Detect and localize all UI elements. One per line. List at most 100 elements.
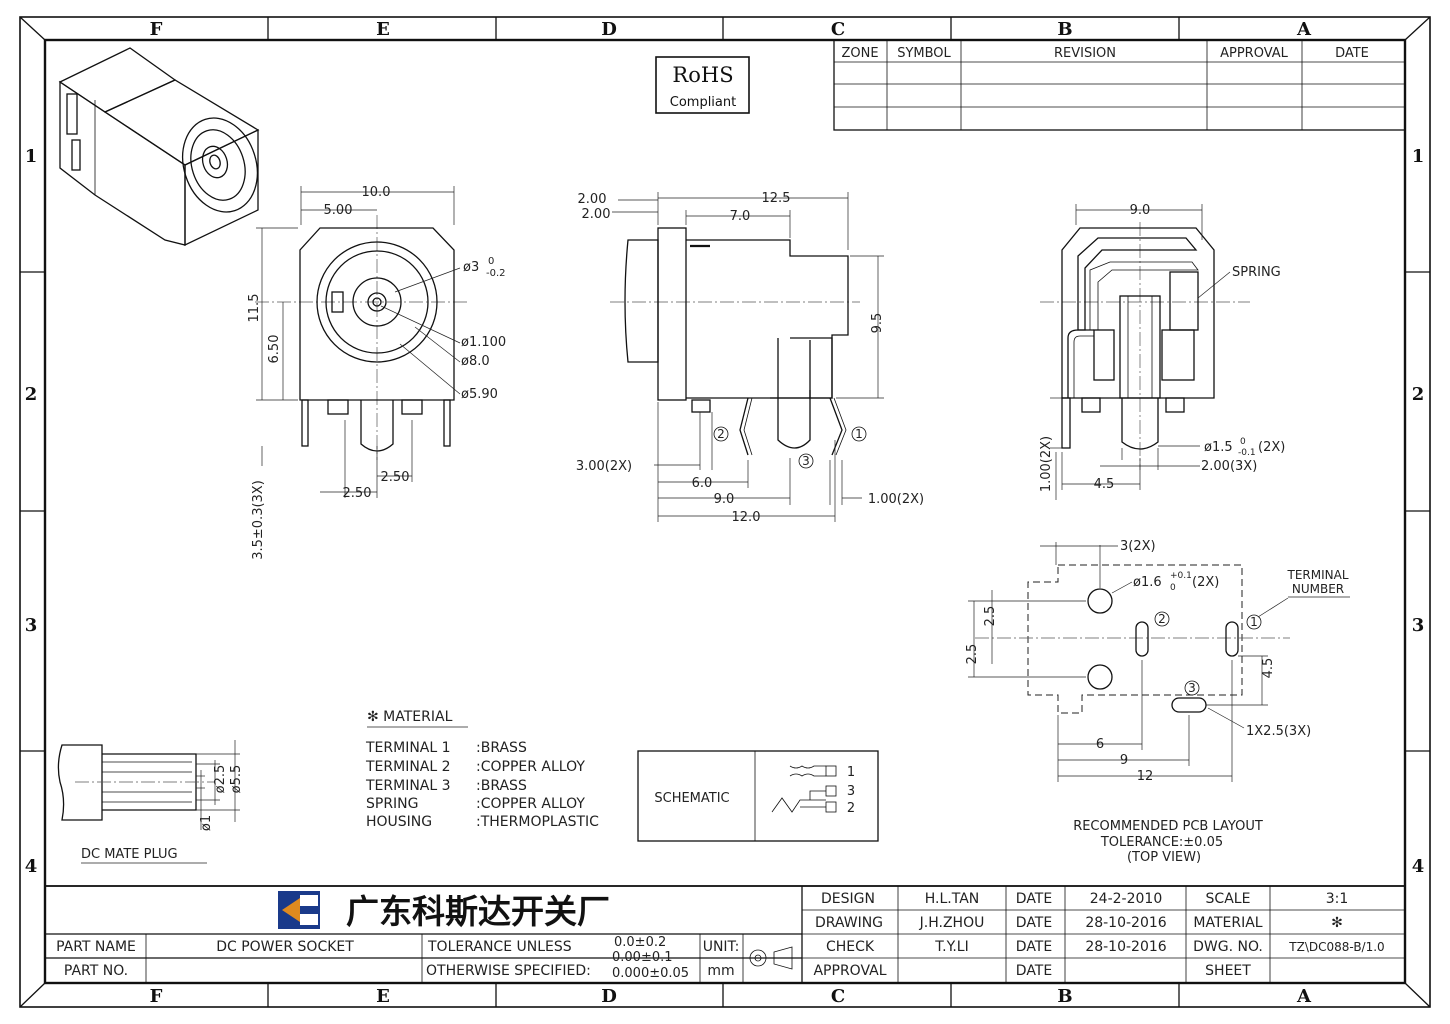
part-no-label: PART NO.	[64, 963, 128, 979]
part-name-label: PART NAME	[56, 939, 136, 955]
dim-pcb-d6: 6	[1096, 737, 1104, 752]
dim-side-pin-t: 1.00(2X)	[868, 492, 924, 507]
pcb-caption-2: TOLERANCE:±0.05	[1100, 835, 1223, 850]
zone-row-3-left: 3	[25, 615, 38, 636]
unit-label: UNIT:	[703, 939, 740, 955]
material-mat-1: :BRASS	[476, 740, 527, 756]
material-part-2: TERMINAL 2	[365, 759, 451, 775]
pcb-layout: 2 1 3 3(2X) ø1.6 +0.1 0 (2X) TERMINAL N	[965, 539, 1350, 865]
pcb-caption-3: (TOP VIEW)	[1127, 850, 1201, 865]
rev-header-zone: ZONE	[841, 46, 878, 61]
zone-row-2-left: 2	[25, 384, 38, 405]
dim-front-outer-dia: ø8.0	[461, 354, 490, 369]
tolerance-line-1: TOLERANCE UNLESS	[427, 939, 572, 955]
rear-spring-label: SPRING	[1232, 265, 1281, 280]
scale-label: SCALE	[1206, 891, 1251, 907]
dim-side-length: 12.5	[762, 191, 791, 206]
unit-value: mm	[707, 963, 734, 979]
company-name: 广东科斯达开关厂	[346, 892, 610, 931]
projection-symbol-icon	[745, 946, 793, 970]
tolerance-value-3: 0.000±0.05	[612, 966, 689, 981]
zone-col-c-top: C	[831, 19, 845, 40]
dim-pcb-d12: 12	[1137, 769, 1154, 784]
zone-row-4-right: 4	[1412, 856, 1425, 877]
zone-col-c-bottom: C	[831, 986, 845, 1007]
date-value-2: 28-10-2016	[1085, 915, 1166, 931]
pcb-caption-1: RECOMMENDED PCB LAYOUT	[1073, 819, 1263, 834]
schematic-box: SCHEMATIC 1 3 2	[637, 750, 879, 842]
title-block: 广东科斯达开关厂 PART NAME DC POWER SOCKET PART …	[44, 885, 1406, 984]
dim-rear-pin-len: 1.00(2X)	[1039, 436, 1054, 492]
dim-pcb-d9: 9	[1120, 753, 1128, 768]
material-part-3: TERMINAL 3	[365, 778, 451, 794]
dim-rear-pin-tol-top: 0	[1240, 437, 1246, 447]
side-terminal-1: 1	[855, 427, 863, 441]
material-mat-2: :COPPER ALLOY	[476, 759, 585, 775]
dim-pcb-hole-tol-bot: 0	[1170, 583, 1176, 593]
zone-row-2-right: 2	[1412, 384, 1425, 405]
material-title: ✻ MATERIAL	[367, 709, 453, 725]
rear-view: 9.0 SPRING 1.00(2X) 4.5 ø1.5 0 -0.1 (2X)…	[1039, 203, 1285, 500]
rohs-subtitle: Compliant	[670, 95, 736, 110]
dwg-no-label: DWG. NO.	[1193, 939, 1263, 955]
dim-rear-pin-dia: ø1.5	[1204, 440, 1233, 455]
dim-side-pin-w: 3.00(2X)	[576, 459, 632, 474]
dim-front-width: 10.0	[362, 185, 391, 200]
dim-plug-25: ø2.5	[213, 765, 228, 794]
part-name-value: DC POWER SOCKET	[216, 939, 354, 955]
pcb-terminal-3: 3	[1188, 681, 1196, 695]
sheet-label: SHEET	[1205, 963, 1251, 979]
tolerance-value-2: 0.00±0.1	[612, 950, 673, 965]
check-value: T.Y.LI	[934, 939, 968, 955]
zone-row-4-left: 4	[25, 856, 38, 877]
material-mat-4: :COPPER ALLOY	[476, 796, 585, 812]
dim-side-b: 2.00	[582, 207, 611, 222]
check-label: CHECK	[826, 939, 875, 955]
date-label-1: DATE	[1016, 891, 1052, 907]
zone-col-d-top: D	[601, 19, 617, 40]
material-label: MATERIAL	[1193, 915, 1262, 931]
material-part-4: SPRING	[366, 796, 419, 812]
approval-label: APPROVAL	[813, 963, 886, 979]
tolerance-line-2: OTHERWISE SPECIFIED:	[426, 963, 591, 979]
dim-pcb-slot: 1X2.5(3X)	[1246, 724, 1311, 739]
revision-table: ZONE SYMBOL REVISION APPROVAL DATE	[833, 39, 1406, 131]
dim-side-len-b: 7.0	[730, 209, 751, 224]
zone-row-1-left: 1	[25, 146, 38, 167]
date-label-3: DATE	[1016, 939, 1052, 955]
zone-col-b-bottom: B	[1057, 986, 1072, 1007]
dim-front-pitch-b: 2.50	[343, 486, 372, 501]
side-terminal-2: 2	[717, 427, 725, 441]
pcb-terminal-1: 1	[1250, 615, 1258, 629]
dim-front-pin-dia: ø1.100	[461, 335, 506, 350]
material-part-1: TERMINAL 1	[365, 740, 451, 756]
pcb-terminal-2: 2	[1158, 612, 1166, 626]
date-value-3: 28-10-2016	[1085, 939, 1166, 955]
dim-rear-width: 9.0	[1130, 203, 1151, 218]
pcb-terminal-label-2: NUMBER	[1292, 582, 1344, 596]
dim-pcb-25a: 2.5	[983, 606, 998, 627]
dim-front-inner-dia: ø3	[463, 260, 479, 275]
dim-plug-55: ø5.5	[229, 765, 244, 794]
rev-header-approval: APPROVAL	[1220, 46, 1289, 61]
scale-value: 3:1	[1326, 891, 1349, 907]
pcb-terminal-label-1: TERMINAL	[1286, 568, 1348, 582]
rohs-title: RoHS	[672, 63, 733, 87]
dim-pcb-hole-qty: (2X)	[1192, 575, 1219, 590]
zone-col-f-top: F	[150, 19, 163, 40]
side-terminal-3: 3	[802, 454, 810, 468]
design-label: DESIGN	[821, 891, 875, 907]
date-label-4: DATE	[1016, 963, 1052, 979]
zone-row-3-right: 3	[1412, 615, 1425, 636]
dim-side-d9: 9.0	[714, 492, 735, 507]
rev-header-date: DATE	[1335, 46, 1369, 61]
zone-col-e-top: E	[376, 19, 390, 40]
company-logo	[278, 891, 320, 929]
dim-pcb-d3: 3(2X)	[1120, 539, 1156, 554]
dim-front-pitch-a: 2.50	[381, 470, 410, 485]
dim-front-mid-dia: ø5.90	[461, 387, 498, 402]
design-value: H.L.TAN	[925, 891, 980, 907]
material-mat-5: :THERMOPLASTIC	[476, 814, 599, 830]
date-label-2: DATE	[1016, 915, 1052, 931]
